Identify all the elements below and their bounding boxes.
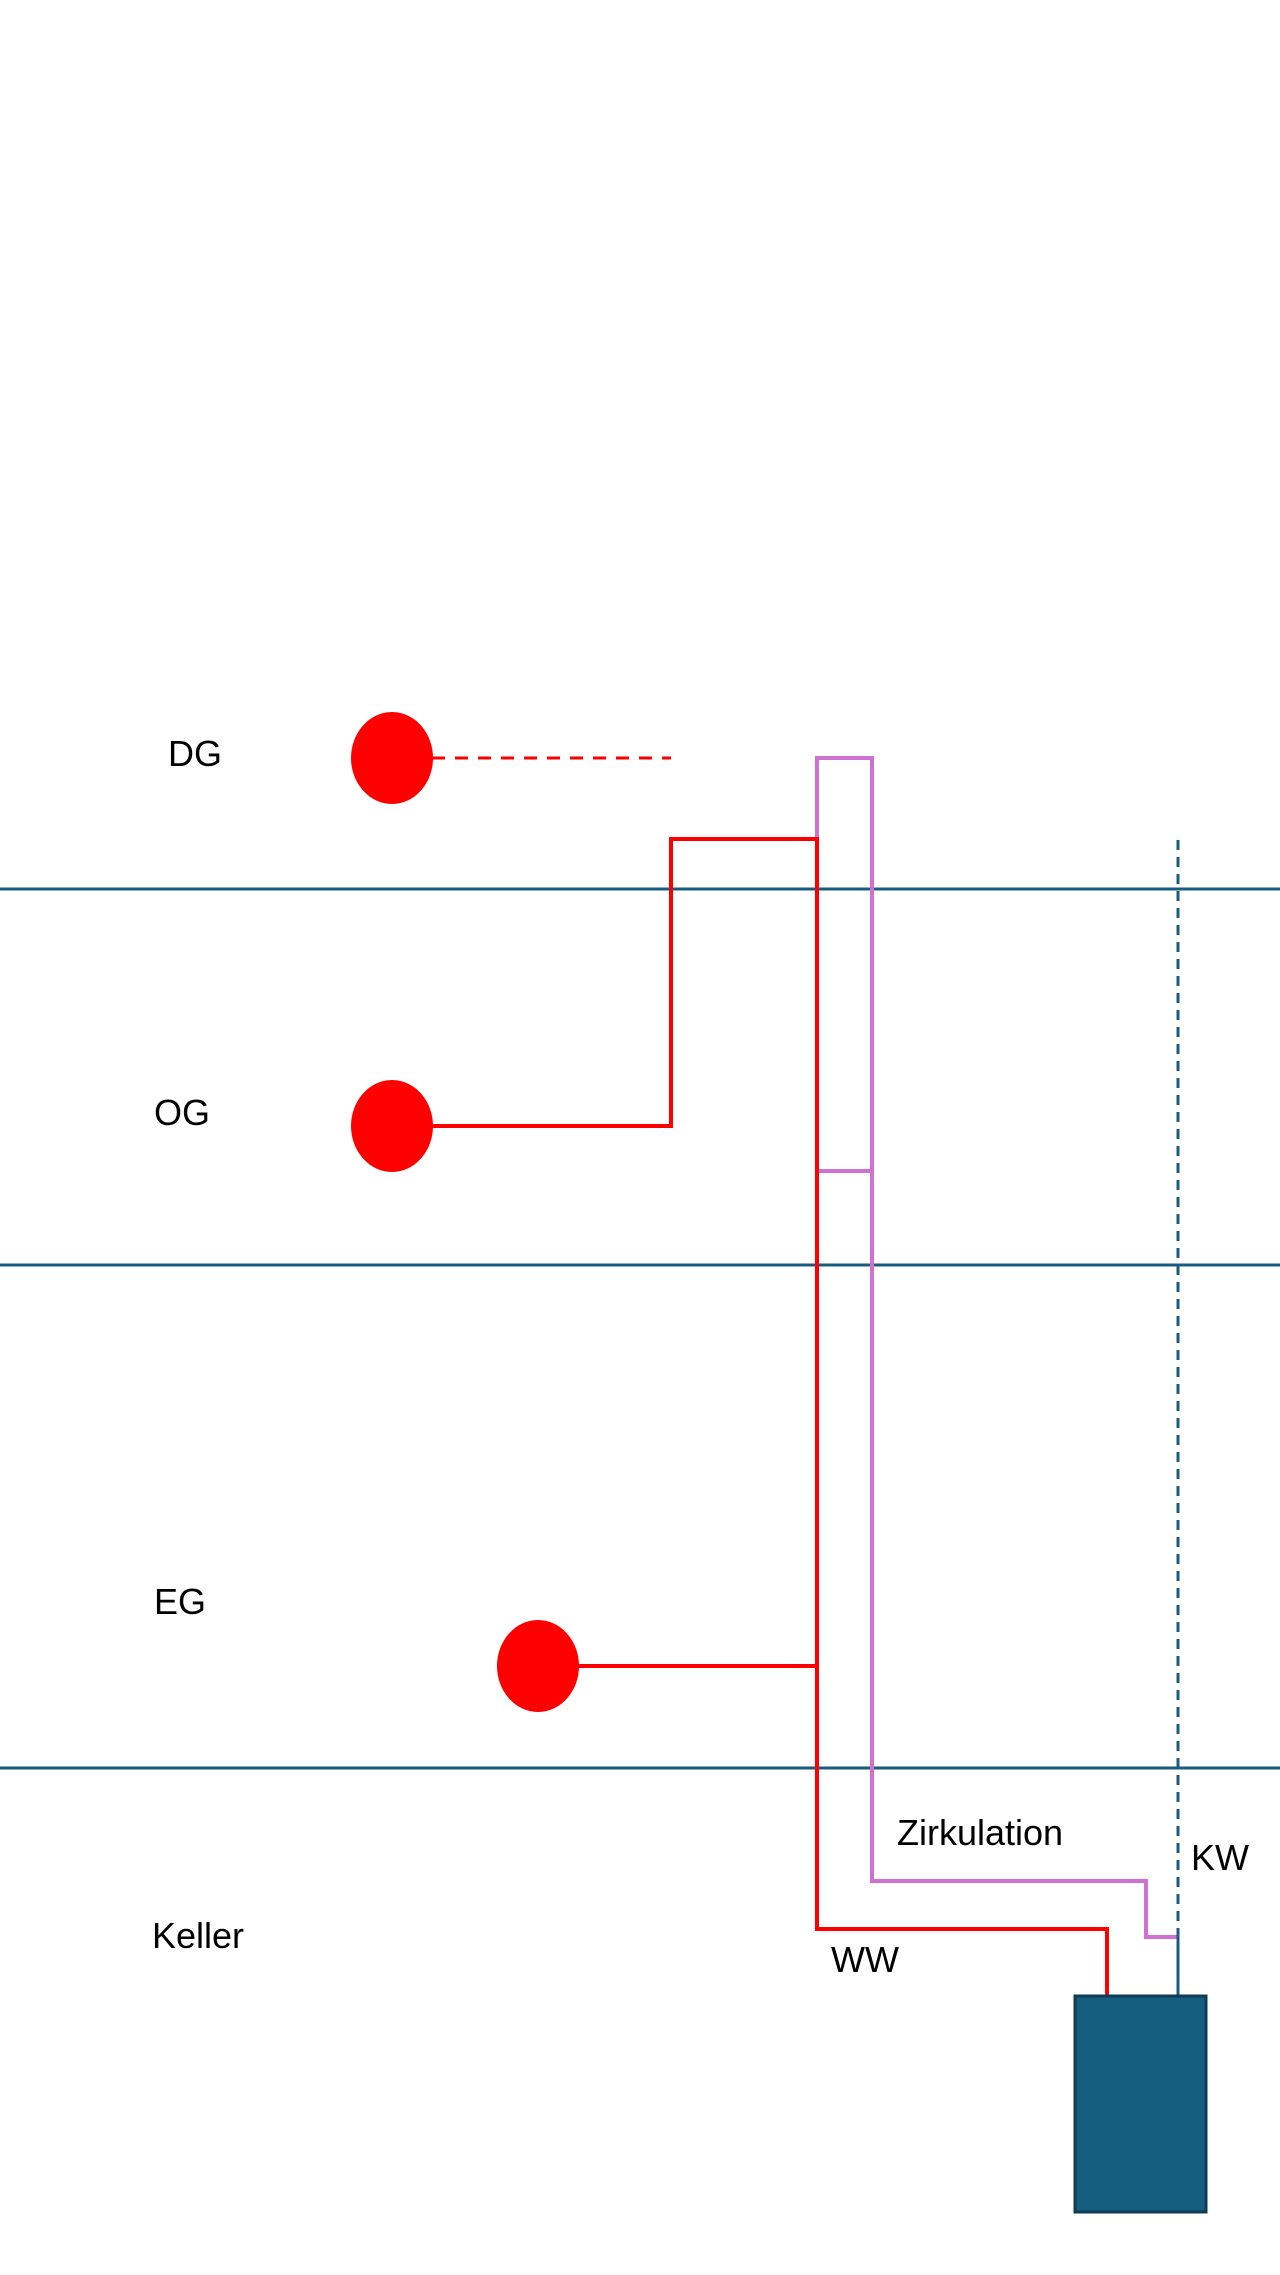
floor-label-dg: DG bbox=[168, 733, 222, 774]
floor-label-og: OG bbox=[154, 1092, 210, 1133]
floor-label-keller: Keller bbox=[152, 1915, 244, 1956]
label-warm-water: WW bbox=[831, 1939, 899, 1980]
water-heater-tank bbox=[1073, 1994, 1208, 2214]
warm-water-pipe-main bbox=[432, 837, 1109, 2008]
consumer-og bbox=[351, 1080, 433, 1172]
label-cold-water: KW bbox=[1191, 1837, 1249, 1878]
circulation-pipe bbox=[815, 756, 1178, 1939]
consumer-dg bbox=[351, 712, 433, 804]
floor-label-eg: EG bbox=[154, 1581, 206, 1622]
consumer-eg bbox=[497, 1620, 579, 1712]
label-circulation: Zirkulation bbox=[897, 1812, 1063, 1853]
